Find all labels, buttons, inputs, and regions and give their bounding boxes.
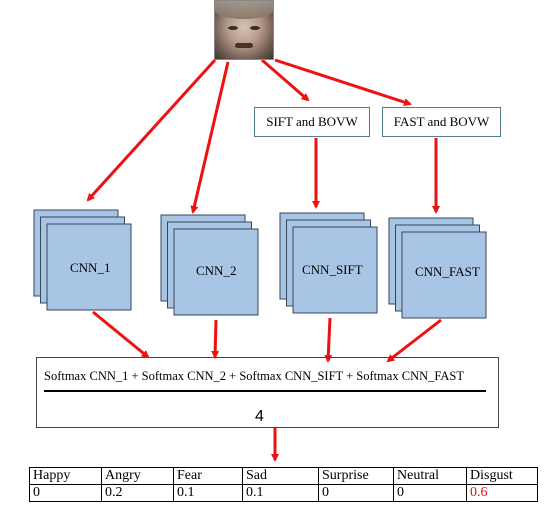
header-cell: Sad: [242, 467, 319, 485]
value-cell-highlight: 0.6: [466, 484, 538, 502]
header-cell: Happy: [29, 467, 102, 485]
face-left-eye: [228, 26, 238, 30]
flow-arrow: [92, 310, 150, 359]
header-cell: Fear: [173, 467, 243, 485]
fast-bovw-label: FAST and BOVW: [393, 114, 490, 129]
face-mouth: [235, 43, 253, 48]
ensemble-formula-box: Softmax CNN_1 + Softmax CNN_2 + Softmax …: [36, 357, 499, 428]
cnn-1-label: CNN_1: [70, 260, 111, 275]
table-header-row: Happy Angry Fear Sad Surprise Neutral Di…: [29, 467, 538, 485]
cnn-2-label: CNN_2: [196, 263, 237, 278]
flow-arrow: [190, 61, 230, 214]
cnn-fast-label: CNN_FAST: [415, 264, 480, 279]
face-right-eye: [250, 26, 260, 30]
value-cell: 0: [318, 484, 394, 502]
face-hair: [215, 1, 273, 19]
flow-arrow: [324, 317, 333, 363]
input-face-image: [214, 0, 274, 60]
sift-bovw-label: SIFT and BOVW: [266, 114, 358, 129]
value-cell: 0: [29, 484, 102, 502]
flow-arrow: [274, 58, 412, 106]
cnn-3-layer: [292, 226, 378, 314]
cnn-4-layer: [401, 231, 487, 319]
header-cell: Angry: [101, 467, 174, 485]
value-cell: 0.1: [242, 484, 319, 502]
sift-bovw-box: SIFT and BOVW: [254, 107, 370, 137]
flow-arrow: [86, 58, 217, 202]
formula-fraction-bar: [44, 390, 486, 392]
flow-arrow: [261, 58, 310, 102]
value-cell: 0: [393, 484, 467, 502]
header-cell: Disgust: [466, 467, 538, 485]
flow-arrow: [386, 318, 442, 363]
value-cell: 0.2: [101, 484, 174, 502]
header-cell: Neutral: [393, 467, 467, 485]
cnn-2-layer: [173, 228, 259, 316]
cnn-1-layer: [46, 223, 132, 311]
formula-numerator: Softmax CNN_1 + Softmax CNN_2 + Softmax …: [44, 369, 465, 383]
emotion-results-table: Happy Angry Fear Sad Surprise Neutral Di…: [29, 467, 538, 502]
header-cell: Surprise: [318, 467, 394, 485]
fast-bovw-box: FAST and BOVW: [382, 107, 501, 137]
value-cell: 0.1: [173, 484, 243, 502]
formula-denominator: 4: [255, 408, 264, 425]
flow-arrow: [211, 319, 220, 359]
table-value-row: 0 0.2 0.1 0.1 0 0 0.6: [29, 484, 538, 502]
cnn-sift-label: CNN_SIFT: [302, 262, 363, 277]
